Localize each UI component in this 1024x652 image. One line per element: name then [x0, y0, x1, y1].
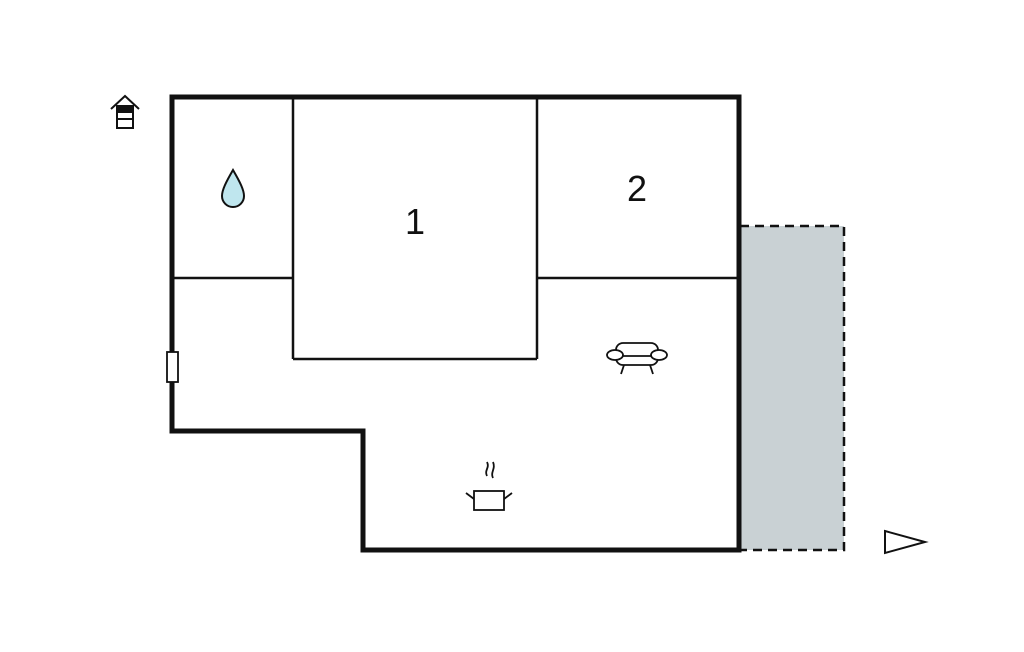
house-entrance-icon: [110, 94, 140, 129]
sofa-icon: [606, 342, 668, 375]
room-label-2: 2: [627, 168, 648, 209]
direction-arrow-icon: [884, 529, 929, 555]
terrace-area: [738, 224, 846, 552]
room-label-1: 1: [405, 201, 426, 242]
water-drop-icon: [220, 168, 246, 208]
interior-walls: [172, 97, 739, 361]
outer-wall: [169, 94, 742, 553]
window-icon: [166, 351, 179, 383]
cooking-pot-icon: [465, 461, 513, 511]
